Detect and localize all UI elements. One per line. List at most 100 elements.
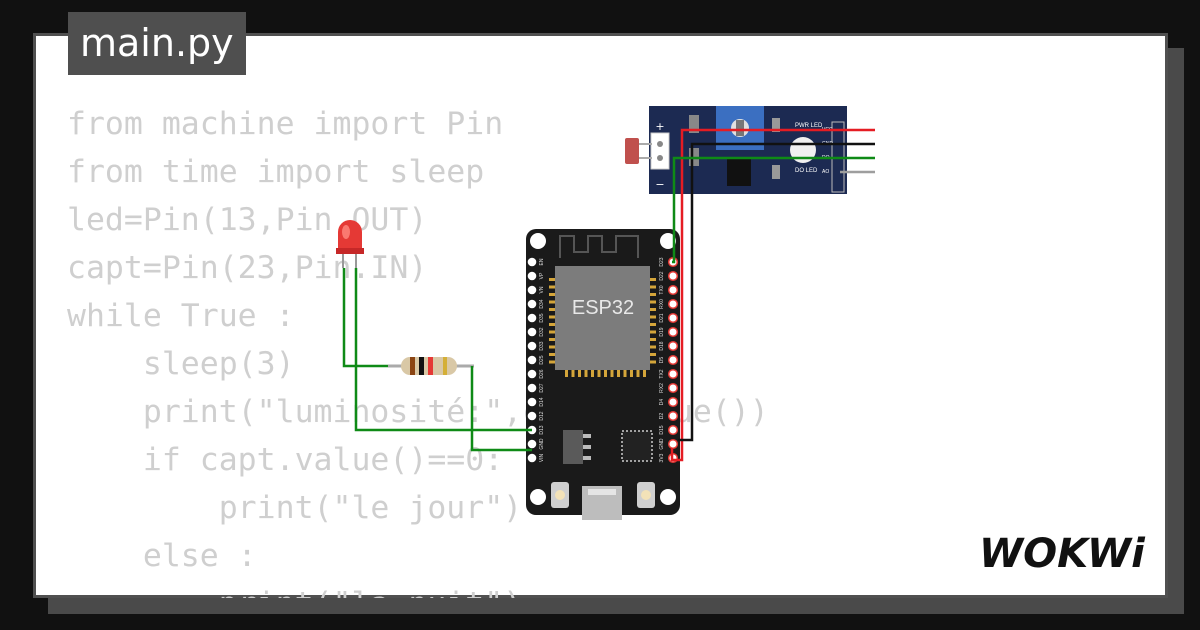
pin-hole[interactable] [527, 313, 537, 323]
chip-pin [549, 285, 555, 289]
smd-component [772, 165, 780, 179]
pin-hole[interactable] [527, 411, 537, 421]
pin-label: D25 [539, 355, 545, 364]
chip-pin [571, 370, 575, 377]
pin-label: D19 [659, 327, 665, 336]
mount-hole [530, 489, 546, 505]
pin-hole[interactable] [667, 424, 679, 436]
pin-hole[interactable] [527, 271, 537, 281]
chip-pin [650, 300, 656, 304]
pin-hole[interactable] [527, 453, 537, 463]
pin-hole[interactable] [667, 410, 679, 422]
ldr-header [650, 132, 670, 170]
pin-label: RX2 [659, 383, 665, 393]
comparator-chip [727, 158, 751, 186]
pin-hole[interactable] [667, 382, 679, 394]
chip-pin [604, 370, 607, 377]
pin-hole[interactable] [527, 257, 537, 267]
code-line[interactable]: led=Pin(13,Pin.OUT) [67, 202, 428, 238]
code-line[interactable]: print("la nuit") [67, 580, 769, 598]
led-highlight [342, 225, 350, 239]
resistor-band [443, 357, 447, 375]
chip-pin [650, 353, 656, 356]
code-editor[interactable]: from machine import Pin from time import … [67, 100, 769, 598]
pin-hole[interactable] [527, 439, 537, 449]
pin-label: D21 [659, 313, 665, 322]
code-line[interactable]: else : [67, 538, 257, 574]
esp32-chip [555, 266, 650, 370]
pin-hole[interactable] [527, 341, 537, 351]
voltage-regulator [563, 430, 583, 464]
pin-hole[interactable] [527, 299, 537, 309]
code-line[interactable]: from machine import Pin [67, 106, 504, 142]
esp32-board[interactable]: ESP32 ENVPVND34D35D32D33D25D26D27D14D12D… [526, 229, 680, 520]
code-line[interactable]: sleep(3) [67, 346, 295, 382]
chip-pin [549, 315, 555, 319]
code-line[interactable]: capt=Pin(23,Pin.IN) [67, 250, 428, 286]
code-line[interactable]: from time import sleep [67, 154, 485, 190]
mount-hole [660, 489, 676, 505]
resistor[interactable] [388, 357, 474, 375]
right-pin-header[interactable] [667, 256, 679, 464]
pin-label: TX2 [659, 369, 665, 378]
wire-green-led-anode[interactable] [342, 268, 388, 368]
wire-red-vcc[interactable] [670, 128, 875, 462]
antenna-trace [559, 235, 639, 258]
pin-hole[interactable] [667, 438, 679, 450]
pin-hole[interactable] [527, 383, 537, 393]
chip-pin [643, 370, 646, 377]
chip-pin [549, 308, 555, 311]
chip-pin [636, 370, 640, 377]
pin-label: VIN [539, 453, 545, 462]
pin-hole[interactable] [667, 312, 679, 324]
pin-hole[interactable] [667, 270, 679, 282]
pin-hole[interactable] [667, 340, 679, 352]
chip-pin [549, 278, 555, 281]
pin-hole[interactable] [667, 284, 679, 296]
pin-hole[interactable] [667, 354, 679, 366]
resistor-band [419, 357, 424, 375]
pin-hole[interactable] [527, 397, 537, 407]
chip-pin [650, 293, 656, 296]
ldr-pin [657, 141, 663, 147]
photoresistor[interactable] [625, 138, 639, 164]
code-line[interactable]: while True : [67, 298, 295, 334]
pin-hole[interactable] [527, 285, 537, 295]
wire-green-led-cathode[interactable] [354, 268, 532, 432]
chip-pin [650, 330, 656, 334]
pin-hole[interactable] [667, 396, 679, 408]
pin-hole[interactable] [527, 369, 537, 379]
code-line[interactable]: print("le jour") [67, 490, 523, 526]
pin-hole[interactable] [667, 326, 679, 338]
pin-label: D4 [659, 399, 665, 406]
chip-pin [549, 338, 555, 341]
pin-hole[interactable] [667, 298, 679, 310]
pin-label: D35 [539, 313, 545, 322]
en-button-cap[interactable] [555, 490, 565, 500]
do-led-label: DO LED [795, 168, 818, 174]
left-pin-header[interactable] [527, 257, 537, 463]
wokwi-logo[interactable]: WOKWi [975, 525, 1155, 585]
boot-button-cap[interactable] [641, 490, 651, 500]
pin-label: VP [539, 272, 545, 279]
chip-pin [584, 370, 588, 377]
pin-hole[interactable] [667, 368, 679, 380]
pin-hole[interactable] [527, 355, 537, 365]
chip-pin [549, 330, 555, 334]
mount-hole [660, 233, 676, 249]
pin-label: GND [539, 438, 545, 450]
chip-pin [610, 370, 614, 377]
left-pin-labels: ENVPVND34D35D32D33D25D26D27D14D12D13GNDV… [539, 258, 545, 462]
wires[interactable] [342, 128, 875, 462]
wire-green-do[interactable] [672, 156, 875, 264]
code-line[interactable]: if capt.value()==0: [67, 442, 504, 478]
pin-hole[interactable] [527, 327, 537, 337]
red-led[interactable] [336, 220, 364, 268]
file-tab[interactable]: main.py [68, 12, 246, 75]
pin-label: GND [659, 438, 665, 450]
wire-green-resistor[interactable] [470, 366, 532, 452]
wire-black-gnd[interactable] [678, 142, 875, 442]
sensor-resistor [689, 115, 699, 133]
